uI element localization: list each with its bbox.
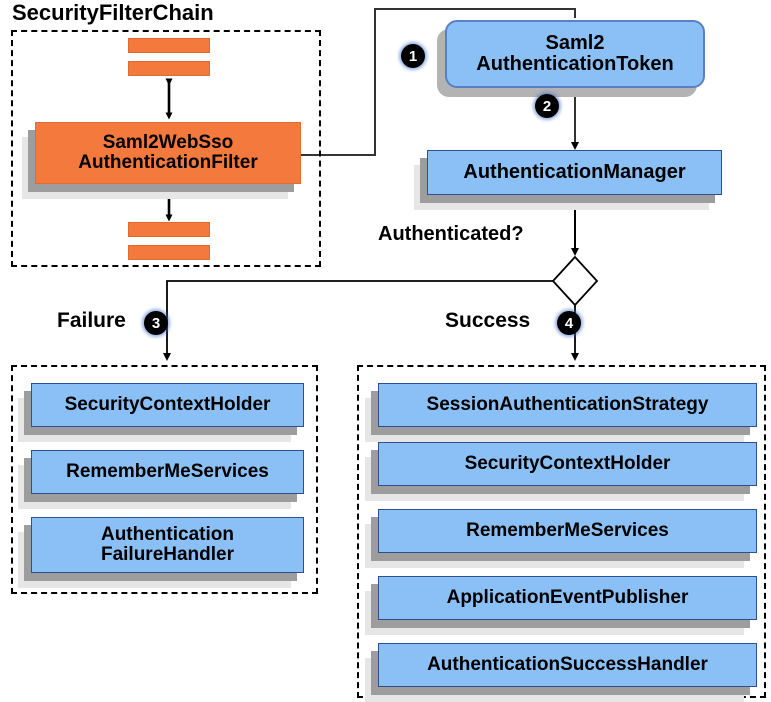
success-item-remember-me-services[interactable]: RememberMeServices [378, 509, 757, 553]
saml2-websso-authentication-filter[interactable]: Saml2WebSso AuthenticationFilter [35, 122, 301, 184]
filter-bar-below-1 [128, 222, 210, 237]
filter-bar-above-1 [128, 38, 210, 53]
success-item-authentication-success-handler[interactable]: AuthenticationSuccessHandler [378, 643, 757, 687]
success-item-security-context-holder[interactable]: SecurityContextHolder [378, 442, 757, 486]
success-branch-label: Success [445, 309, 531, 332]
failure-item-remember-me-services[interactable]: RememberMeServices [31, 450, 304, 494]
saml2-authentication-token[interactable]: Saml2 AuthenticationToken [445, 20, 705, 88]
authentication-manager[interactable]: AuthenticationManager [427, 150, 722, 195]
step-badge-1: 1 [401, 44, 425, 68]
filter-bar-below-2 [128, 245, 210, 260]
success-branch-container [357, 365, 766, 698]
decision-label: Authenticated? [378, 223, 524, 245]
step-badge-3: 3 [144, 311, 168, 335]
failure-branch-label: Failure [57, 309, 126, 332]
success-item-application-event-publisher[interactable]: ApplicationEventPublisher [378, 576, 757, 620]
security-filter-chain-container [11, 30, 321, 267]
security-filter-chain-title: SecurityFilterChain [12, 0, 214, 25]
filter-bar-above-2 [128, 61, 210, 76]
step-badge-4: 4 [557, 311, 581, 335]
step-badge-2: 2 [535, 94, 559, 118]
failure-item-authentication-failure-handler[interactable]: Authentication FailureHandler [31, 517, 304, 573]
failure-item-security-context-holder[interactable]: SecurityContextHolder [31, 383, 304, 427]
failure-branch-container [11, 365, 318, 594]
success-item-session-authentication-strategy[interactable]: SessionAuthenticationStrategy [378, 383, 757, 427]
